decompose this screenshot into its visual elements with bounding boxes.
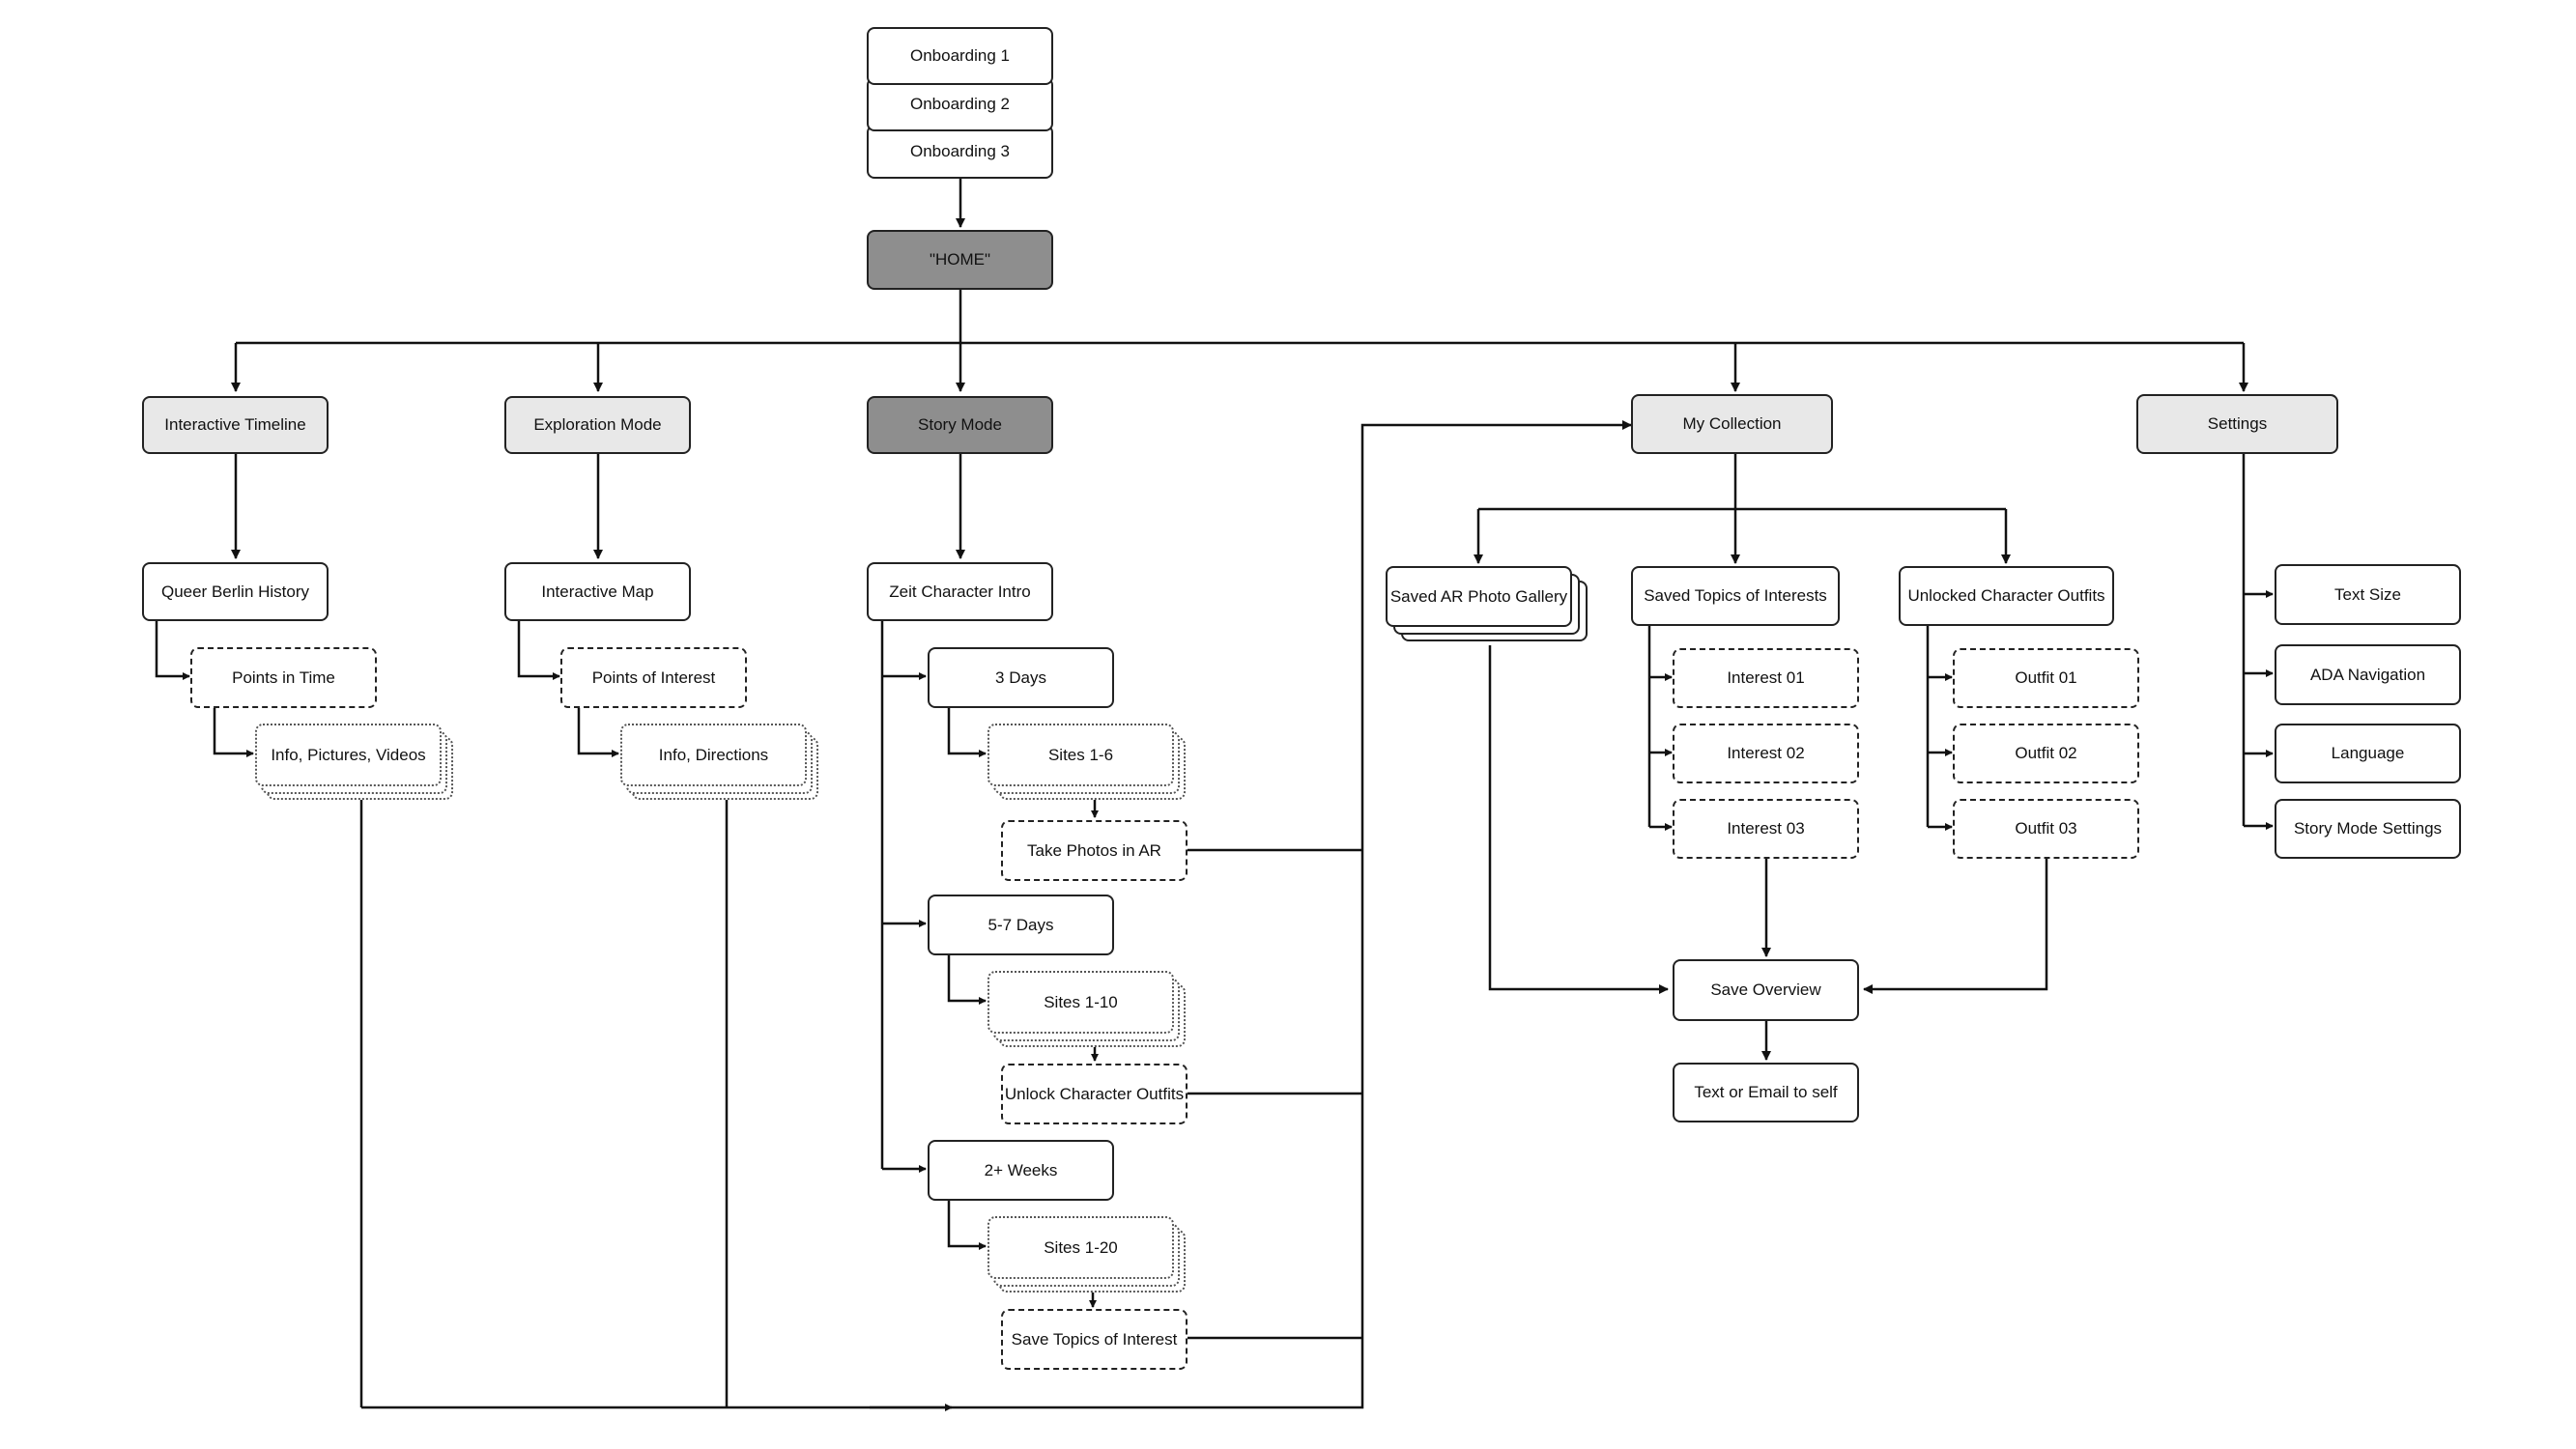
story-mode-node: Story Mode <box>867 396 1053 454</box>
zeit-character-intro-node: Zeit Character Intro <box>867 562 1053 621</box>
home-label: "HOME" <box>929 250 991 269</box>
sites-1-6-node: Sites 1-6 <box>987 724 1174 786</box>
sites-1-10-node: Sites 1-10 <box>987 971 1174 1034</box>
edge-history-points <box>155 621 190 680</box>
edge-points-info <box>213 708 254 757</box>
points-in-time-label: Points in Time <box>232 668 335 687</box>
unlocked-character-outfits-node: Unlocked Character Outfits <box>1899 566 2114 626</box>
text-size-label: Text Size <box>2334 584 2401 604</box>
saved-topics-of-interests-label: Saved Topics of Interests <box>1644 586 1827 605</box>
sites-1-6-label: Sites 1-6 <box>1047 745 1114 764</box>
interest-02-node: Interest 02 <box>1673 724 1859 783</box>
ada-navigation-node: ADA Navigation <box>2275 644 2461 705</box>
interactive-map-node: Interactive Map <box>504 562 691 621</box>
saved-topics-of-interests-node: Saved Topics of Interests <box>1631 566 1840 626</box>
settings-label: Settings <box>2207 414 2268 433</box>
info-directions-node: Info, Directions <box>620 724 807 786</box>
onboarding-3-label: Onboarding 3 <box>909 142 1011 160</box>
outfit-02-label: Outfit 02 <box>2015 744 2077 762</box>
edge-3days-sites <box>947 708 987 757</box>
five-seven-days-label: 5-7 Days <box>987 915 1054 934</box>
onboarding-3-node: Onboarding 3 <box>867 125 1053 179</box>
interest-03-label: Interest 03 <box>1727 819 1805 838</box>
save-overview-label: Save Overview <box>1710 980 1821 999</box>
saved-ar-photo-gallery-node: Saved AR Photo Gallery <box>1386 566 1572 627</box>
two-weeks-node: 2+ Weeks <box>928 1140 1114 1201</box>
save-topics-of-interest-node: Save Topics of Interest <box>1001 1309 1188 1370</box>
edge-outfit-overview <box>1863 859 2048 994</box>
unlocked-character-outfits-label: Unlocked Character Outfits <box>1907 586 2105 605</box>
sites-1-10-label: Sites 1-10 <box>1044 992 1118 1011</box>
interest-01-node: Interest 01 <box>1673 648 1859 708</box>
text-or-email-node: Text or Email to self <box>1673 1063 1859 1122</box>
outfit-03-label: Outfit 03 <box>2015 819 2077 838</box>
edge-57days-sites <box>947 955 987 1005</box>
interest-02-label: Interest 02 <box>1727 744 1805 762</box>
info-pictures-videos-label: Info, Pictures, Videos <box>271 745 426 764</box>
interest-01-label: Interest 01 <box>1727 668 1805 687</box>
edge-bottom-return <box>361 420 1632 1409</box>
my-collection-label: My Collection <box>1682 414 1782 433</box>
language-node: Language <box>2275 724 2461 783</box>
onboarding-1-label: Onboarding 1 <box>909 46 1011 65</box>
onboarding-2-label: Onboarding 2 <box>909 95 1011 113</box>
two-weeks-label: 2+ Weeks <box>984 1160 1058 1179</box>
settings-node: Settings <box>2136 394 2338 454</box>
sites-1-20-node: Sites 1-20 <box>987 1216 1174 1279</box>
take-photos-ar-label: Take Photos in AR <box>1027 840 1161 860</box>
edge-map-points <box>517 621 560 680</box>
interactive-map-label: Interactive Map <box>541 582 654 601</box>
five-seven-days-node: 5-7 Days <box>928 895 1114 955</box>
saved-ar-photo-gallery-label: Saved AR Photo Gallery <box>1389 586 1568 606</box>
save-topics-of-interest-label: Save Topics of Interest <box>1011 1329 1178 1349</box>
text-size-node: Text Size <box>2275 564 2461 625</box>
edge-2weeks-sites <box>947 1201 987 1250</box>
unlock-character-outfits-node: Unlock Character Outfits <box>1001 1064 1188 1124</box>
interactive-timeline-node: Interactive Timeline <box>142 396 329 454</box>
interest-03-node: Interest 03 <box>1673 799 1859 859</box>
info-pictures-videos-node: Info, Pictures, Videos <box>255 724 442 786</box>
onboarding-1-node: Onboarding 1 <box>867 27 1053 85</box>
story-mode-settings-node: Story Mode Settings <box>2275 799 2461 859</box>
home-node: "HOME" <box>867 230 1053 290</box>
sites-1-20-label: Sites 1-20 <box>1044 1237 1118 1257</box>
unlock-character-outfits-label: Unlock Character Outfits <box>1004 1084 1185 1103</box>
outfit-02-node: Outfit 02 <box>1953 724 2139 783</box>
edge-gallery-overview <box>1488 645 1669 994</box>
outfit-03-node: Outfit 03 <box>1953 799 2139 859</box>
points-in-time-node: Points in Time <box>190 647 377 708</box>
outfit-01-label: Outfit 01 <box>2015 668 2077 687</box>
onboarding-2-node: Onboarding 2 <box>867 77 1053 131</box>
exploration-mode-node: Exploration Mode <box>504 396 691 454</box>
queer-berlin-history-node: Queer Berlin History <box>142 562 329 621</box>
story-mode-settings-label: Story Mode Settings <box>2293 819 2443 838</box>
story-mode-label: Story Mode <box>918 415 1002 434</box>
interactive-timeline-label: Interactive Timeline <box>164 415 306 434</box>
exploration-mode-label: Exploration Mode <box>533 415 662 434</box>
ada-navigation-label: ADA Navigation <box>2309 665 2426 684</box>
points-of-interest-node: Points of Interest <box>560 647 747 708</box>
take-photos-ar-node: Take Photos in AR <box>1001 820 1188 881</box>
save-overview-node: Save Overview <box>1673 959 1859 1021</box>
three-days-node: 3 Days <box>928 647 1114 708</box>
edge-points-info-directions <box>577 708 619 757</box>
points-of-interest-label: Points of Interest <box>591 668 716 687</box>
outfit-01-node: Outfit 01 <box>1953 648 2139 708</box>
my-collection-node: My Collection <box>1631 394 1833 454</box>
three-days-label: 3 Days <box>995 668 1046 687</box>
queer-berlin-history-label: Queer Berlin History <box>160 582 310 601</box>
zeit-character-intro-label: Zeit Character Intro <box>889 582 1031 601</box>
language-label: Language <box>2331 744 2405 762</box>
text-or-email-label: Text or Email to self <box>1694 1083 1838 1101</box>
info-directions-label: Info, Directions <box>658 745 769 764</box>
